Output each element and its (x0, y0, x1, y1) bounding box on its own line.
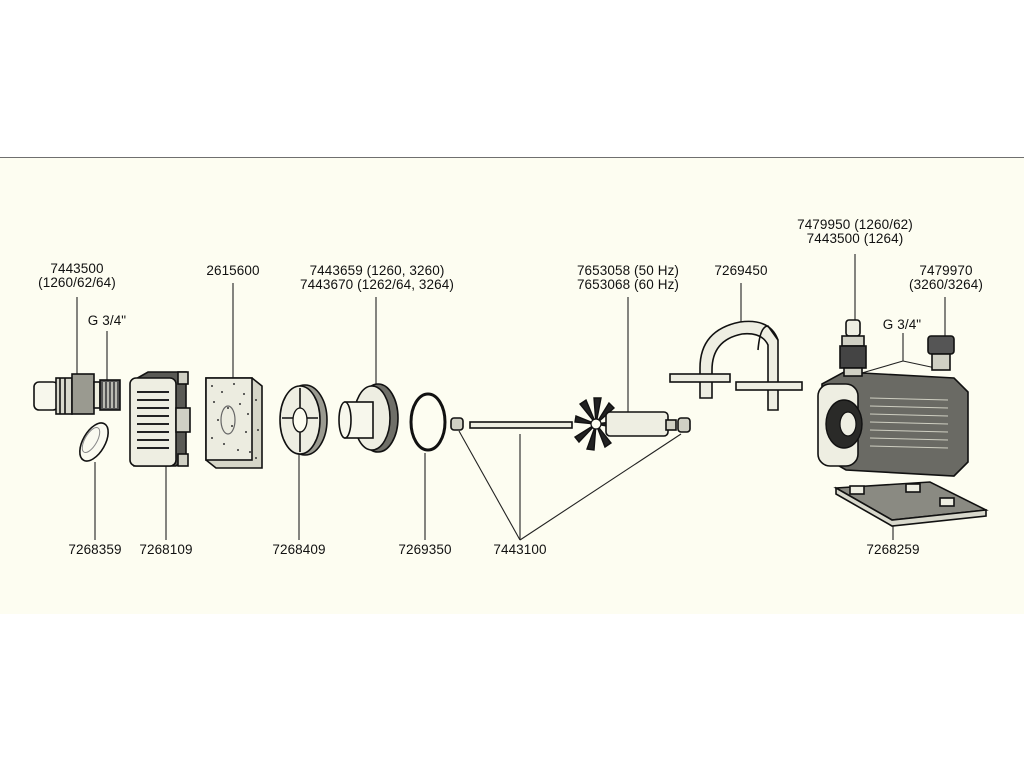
outlet-connector-right (927, 335, 955, 371)
o-ring (409, 392, 447, 452)
label-line: 7653068 (60 Hz) (576, 277, 680, 292)
label-7443500-left: 7443500 (1260/62/64) (22, 262, 132, 290)
label-7268359: 7268359 (68, 542, 122, 557)
label-line: 7443670 (1262/64, 3264) (300, 277, 454, 292)
shaft (469, 421, 573, 429)
inlet-strainer (129, 371, 191, 467)
base-plate (833, 481, 989, 527)
impeller-rotor (573, 397, 677, 451)
label-line: (3260/3264) (909, 277, 983, 292)
hose-connector-left (33, 373, 121, 415)
label-7269450: 7269450 (714, 263, 768, 278)
label-7479970: 7479970 (3260/3264) (896, 264, 996, 292)
label-7479950: 7479950 (1260/62) 7443500 (1264) (780, 218, 930, 246)
label-7268259: 7268259 (866, 542, 920, 557)
end-cap (79, 422, 109, 462)
foam-block (205, 377, 263, 469)
label-thread-left: G 3/4" (87, 313, 127, 328)
label-7653058: 7653058 (50 Hz) 7653068 (60 Hz) (558, 264, 698, 292)
label-7268109: 7268109 (139, 542, 193, 557)
outlet-connector-left (839, 319, 867, 377)
bearing-right (677, 417, 691, 433)
impeller-cover (279, 384, 328, 456)
label-line: 7443500 (50, 261, 104, 276)
label-line: 7443659 (1260, 3260) (309, 263, 445, 278)
label-7443100: 7443100 (493, 542, 547, 557)
label-line: 7479950 (1260/62) (797, 217, 913, 232)
label-line: (1260/62/64) (38, 275, 116, 290)
label-line: 7443500 (1264) (806, 231, 904, 246)
label-line: 7479970 (919, 263, 973, 278)
label-thread-right: G 3/4" (882, 317, 922, 332)
label-7268409: 7268409 (272, 542, 326, 557)
leader-lines (76, 254, 946, 541)
label-line: 7653058 (50 Hz) (576, 263, 680, 278)
bearing-left (450, 417, 464, 431)
label-7269350: 7269350 (398, 542, 452, 557)
mounting-bracket (669, 320, 803, 411)
pump-cover (338, 383, 399, 453)
label-7443659: 7443659 (1260, 3260) 7443670 (1262/64, 3… (272, 264, 482, 292)
label-2615600: 2615600 (206, 263, 260, 278)
motor-housing (817, 371, 969, 477)
